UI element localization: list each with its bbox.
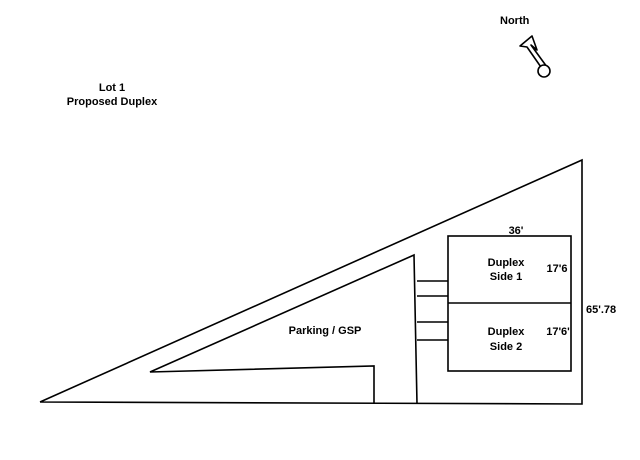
duplex-side2-dimension: 17'6': [546, 326, 570, 338]
parking-label: Parking / GSP: [289, 325, 362, 337]
east-side-dimension: 65'.78: [586, 304, 616, 316]
duplex-side2-line1: Duplex: [488, 326, 526, 338]
lot-subtitle: Proposed Duplex: [67, 96, 158, 108]
north-label: North: [500, 15, 530, 27]
duplex-side1-line1: Duplex: [488, 257, 526, 269]
duplex-side2-line2: Side 2: [490, 341, 522, 353]
north-arrow-icon: [519, 35, 551, 78]
walkway-connectors: [417, 280, 448, 341]
duplex-side1-dimension: 17'6: [547, 263, 568, 275]
width-dimension: 36': [509, 225, 524, 237]
lot-boundary: [39, 158, 583, 405]
duplex-side1-line2: Side 1: [490, 271, 522, 283]
lot-title: Lot 1: [99, 82, 125, 94]
parking-area-outline: [149, 253, 418, 405]
